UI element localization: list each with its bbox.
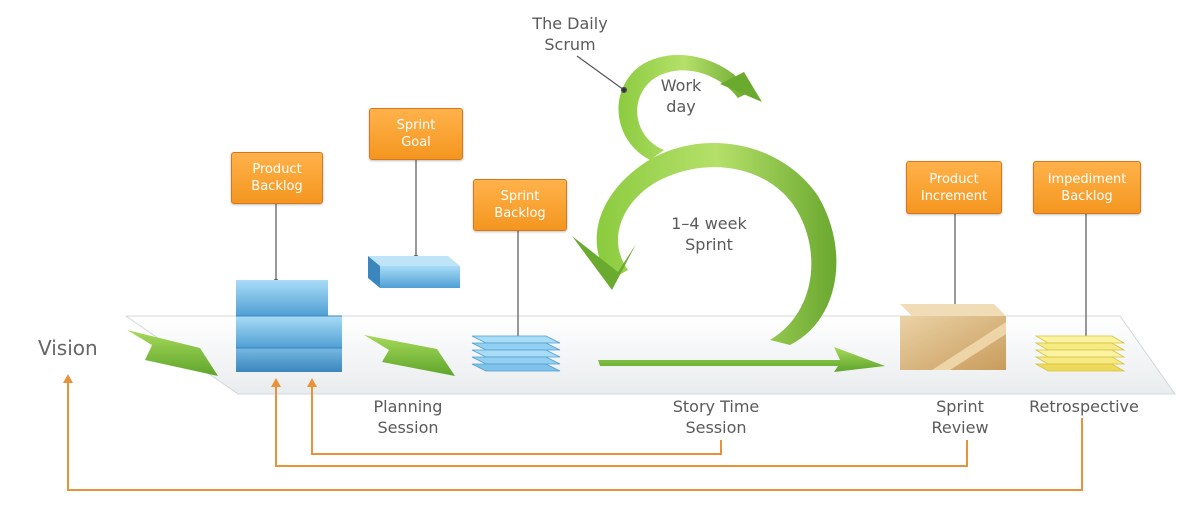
sprint-spiral: [572, 54, 885, 372]
vision-arrowhead: [63, 374, 73, 383]
product-increment-label: Product Increment: [920, 171, 988, 204]
sprint-length-text: 1–4 week Sprint: [671, 214, 747, 254]
retrospective-label: Retrospective: [1029, 397, 1139, 416]
sprint-review-label: Sprint Review: [918, 396, 1002, 438]
sprint-ring-arrowhead: [572, 236, 636, 290]
vision-label: Vision: [38, 336, 98, 360]
backlog-arrowhead-2: [307, 378, 317, 387]
planning-session-label: Planning Session: [358, 396, 458, 438]
feedback-line-review-to-backlog: [275, 384, 968, 467]
feedback-lines: [67, 380, 1083, 491]
sprint-backlog-tag: Sprint Backlog: [473, 179, 567, 231]
work-day-text: Work day: [660, 76, 702, 116]
sprint-goal-block: [368, 256, 460, 288]
sprint-review-text: Sprint Review: [931, 397, 989, 437]
feedback-arrowheads: [63, 374, 317, 387]
impediment-backlog-label: Impediment Backlog: [1047, 171, 1127, 204]
daily-scrum-label: The Daily Scrum: [520, 13, 620, 55]
sprint-backlog-stack: [471, 335, 561, 372]
product-increment-box: [900, 304, 1006, 370]
daily-scrum-arrowhead: [720, 72, 762, 102]
feedback-line-storytime-to-backlog: [311, 384, 722, 455]
sprint-ring: [596, 143, 837, 345]
product-backlog-stack: [236, 280, 342, 372]
sprint-goal-label: Sprint Goal: [396, 118, 436, 150]
product-increment-tag: Product Increment: [906, 161, 1002, 214]
sprint-goal-tag: Sprint Goal: [369, 108, 463, 160]
impediment-backlog-stack: [1034, 335, 1126, 372]
backlog-arrowhead-1: [271, 378, 281, 387]
sprint-length-label: 1–4 week Sprint: [654, 213, 764, 255]
work-day-label: Work day: [646, 75, 716, 117]
feedback-line-retrospective-to-vision: [67, 380, 1083, 491]
product-backlog-tag: Product Backlog: [231, 152, 323, 204]
sprint-loop: [598, 347, 885, 372]
planning-session-text: Planning Session: [373, 397, 443, 437]
chevron-vision: [127, 330, 218, 376]
daily-scrum-text: The Daily Scrum: [532, 14, 608, 54]
story-time-session-text: Story Time Session: [672, 397, 760, 437]
chevron-planning: [364, 335, 455, 376]
impediment-backlog-tag: Impediment Backlog: [1033, 161, 1141, 214]
product-backlog-label: Product Backlog: [251, 162, 303, 194]
story-time-session-label: Story Time Session: [656, 396, 776, 438]
sprint-backlog-label: Sprint Backlog: [494, 189, 546, 221]
